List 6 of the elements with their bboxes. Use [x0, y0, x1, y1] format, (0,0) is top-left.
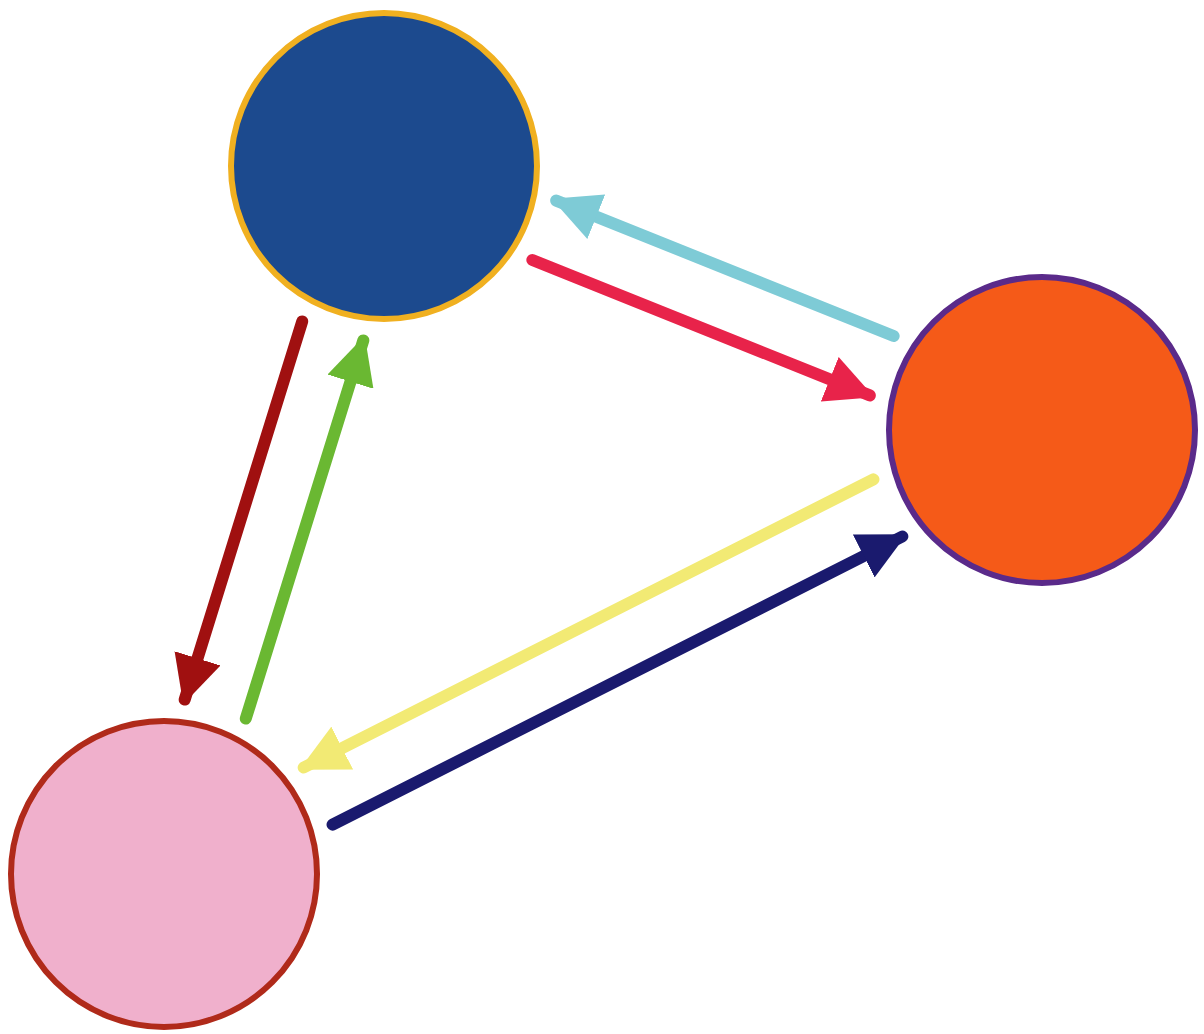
arrow — [326, 530, 909, 831]
arrow — [239, 334, 374, 725]
arrow — [174, 315, 309, 706]
arrow — [550, 194, 900, 342]
arrow — [297, 473, 880, 774]
arrow — [526, 254, 876, 402]
